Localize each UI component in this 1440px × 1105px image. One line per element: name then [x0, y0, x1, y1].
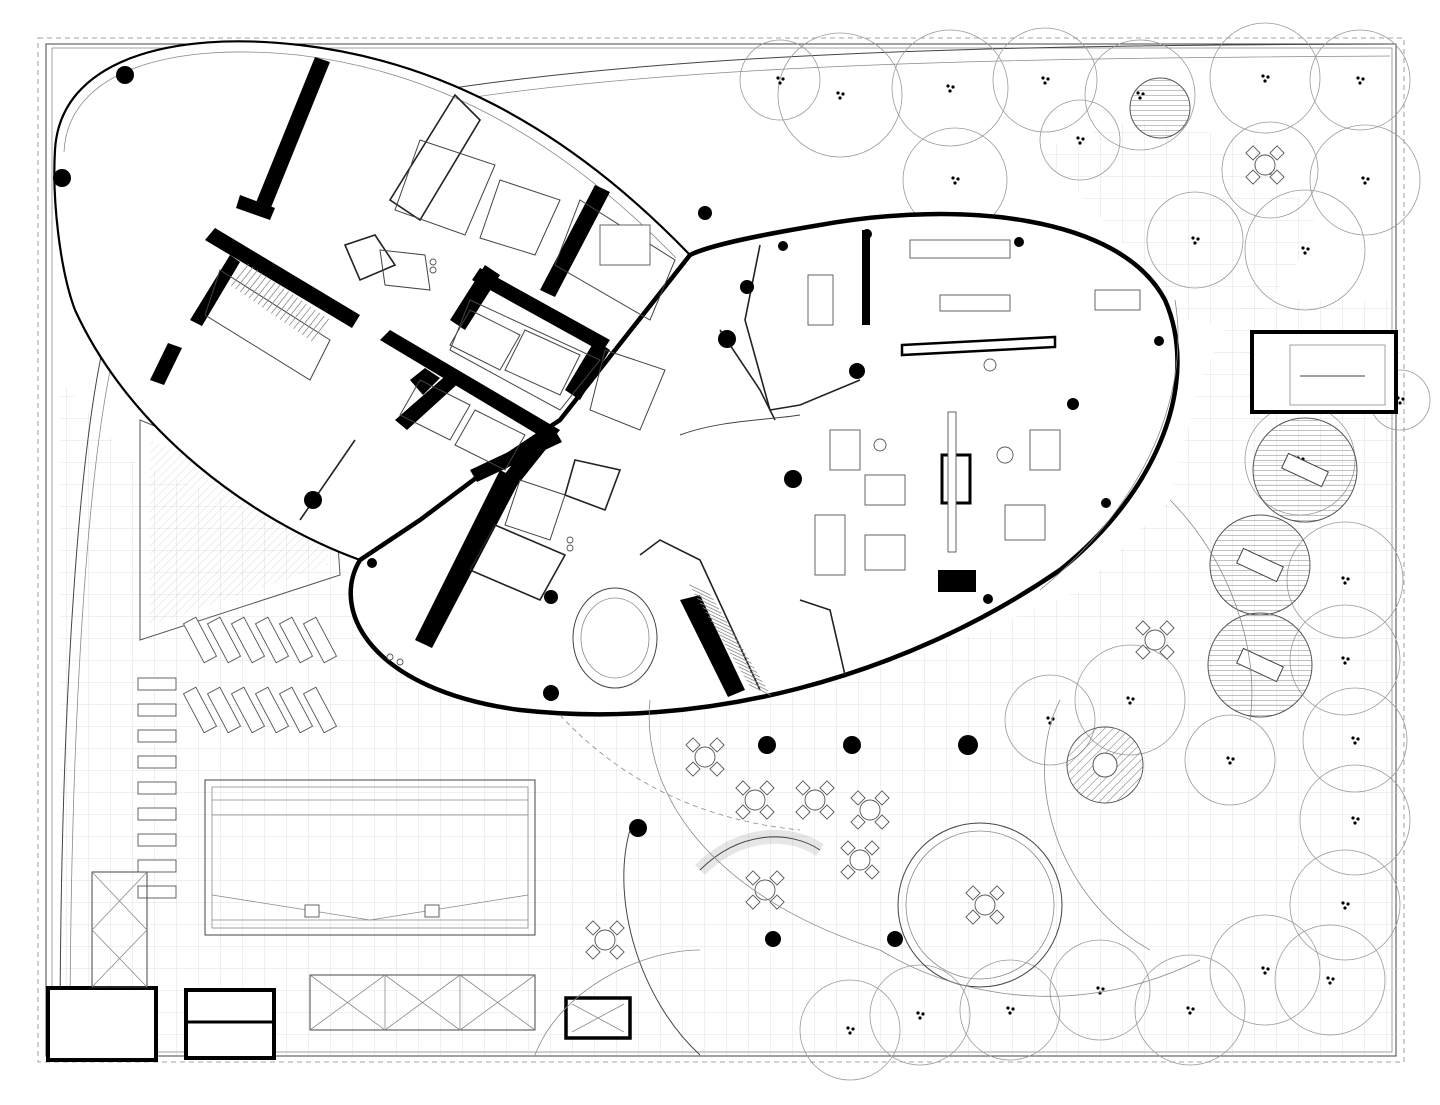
- round-pavilion: [695, 77, 1191, 988]
- tree-canopy-icon: [1146, 191, 1244, 289]
- sun-lounger-icon: [230, 616, 266, 664]
- sun-lounger-icon: [137, 781, 177, 795]
- column-icon: [367, 558, 377, 568]
- tree-canopy-icon: [1274, 924, 1386, 1036]
- sun-lounger-icon: [137, 833, 177, 847]
- sun-lounger-icon: [206, 616, 242, 664]
- tree-canopy-icon: [1184, 714, 1276, 806]
- table-and-chairs-icon: [735, 780, 775, 820]
- table-and-chairs-icon: [1209, 514, 1311, 616]
- column-icon: [53, 169, 71, 187]
- table-and-chairs-icon: [585, 920, 625, 960]
- interior-partitions: [204, 93, 861, 691]
- outdoor-table-sets: [585, 145, 1285, 960]
- column-icon: [740, 280, 754, 294]
- tree-canopy-icon: [777, 32, 903, 158]
- table-and-chairs-icon: [685, 737, 725, 777]
- round-decks: [1207, 417, 1358, 718]
- sun-lounger-icon: [302, 686, 338, 734]
- column-icon: [304, 491, 322, 509]
- column-icon: [1101, 498, 1111, 508]
- sun-lounger-icon: [206, 686, 242, 734]
- tree-canopy-icon: [959, 959, 1061, 1061]
- column-icon: [1067, 398, 1079, 410]
- sun-lounger-icon: [137, 677, 177, 691]
- column-icon: [958, 735, 978, 755]
- columns: [53, 66, 1164, 947]
- table-and-chairs-icon: [965, 885, 1005, 925]
- structural-walls: [150, 57, 1057, 697]
- tree-canopy-icon: [739, 39, 821, 121]
- table-and-chairs-icon: [1252, 417, 1358, 523]
- sun-lounger-icon: [182, 686, 218, 734]
- tree-canopy-icon: [1049, 939, 1151, 1041]
- tree-canopy-icon: [1299, 764, 1411, 876]
- column-icon: [1014, 237, 1024, 247]
- table-and-chairs-icon: [850, 790, 890, 830]
- stair-icon: [230, 263, 330, 342]
- column-icon: [116, 66, 134, 84]
- column-icon: [887, 931, 903, 947]
- sun-lounger-icon: [137, 807, 177, 821]
- table-and-chairs-icon: [840, 840, 880, 880]
- swimming-pool: [204, 779, 536, 936]
- tree-canopy-icon: [992, 27, 1098, 133]
- terrace-arcs: [534, 499, 1253, 1056]
- sun-lounger-icon: [137, 703, 177, 717]
- sun-lounger-icon: [278, 686, 314, 734]
- tree-canopy-icon: [1289, 849, 1401, 961]
- tree-canopy-icon: [1209, 22, 1321, 134]
- sun-lounger-icon: [137, 755, 177, 769]
- column-icon: [543, 685, 559, 701]
- sun-loungers: [137, 616, 338, 899]
- tree-canopies: [739, 22, 1431, 1081]
- column-icon: [862, 229, 872, 239]
- sun-lounger-icon: [254, 686, 290, 734]
- tree-canopy-icon: [799, 979, 901, 1081]
- column-icon: [758, 736, 776, 754]
- table-and-chairs-icon: [1207, 612, 1313, 718]
- sun-lounger-icon: [137, 859, 177, 873]
- table-and-chairs-icon: [745, 870, 785, 910]
- sun-lounger-icon: [302, 616, 338, 664]
- column-icon: [544, 590, 558, 604]
- tree-canopy-icon: [891, 29, 1009, 147]
- sun-lounger-icon: [230, 686, 266, 734]
- table-and-chairs-icon: [795, 780, 835, 820]
- column-icon: [778, 241, 788, 251]
- sun-lounger-icon: [278, 616, 314, 664]
- tree-canopy-icon: [1309, 124, 1421, 236]
- column-icon: [843, 736, 861, 754]
- column-icon: [629, 819, 647, 837]
- sun-lounger-icon: [182, 616, 218, 664]
- sun-lounger-icon: [137, 885, 177, 899]
- column-icon: [765, 931, 781, 947]
- tree-canopy-icon: [1134, 954, 1246, 1066]
- table-and-chairs-icon: [1135, 620, 1175, 660]
- interior-furniture: [572, 224, 1141, 689]
- tree-canopy-icon: [1309, 29, 1411, 131]
- markers: [386, 258, 574, 666]
- tree-canopy-icon: [1302, 687, 1408, 793]
- column-icon: [849, 363, 865, 379]
- table-and-chairs-icon: [1245, 145, 1285, 185]
- column-icon: [983, 594, 993, 604]
- column-icon: [784, 470, 802, 488]
- tree-canopy-icon: [1244, 189, 1366, 311]
- tree-canopy-icon: [1209, 914, 1321, 1026]
- column-icon: [698, 206, 712, 220]
- stair-icon: [689, 584, 771, 696]
- sun-lounger-icon: [254, 616, 290, 664]
- sun-lounger-icon: [137, 729, 177, 743]
- column-icon: [718, 330, 736, 348]
- column-icon: [1154, 336, 1164, 346]
- tree-canopy-icon: [869, 964, 971, 1066]
- east-stair-core: [1289, 344, 1386, 406]
- tree-canopy-icon: [1039, 99, 1121, 181]
